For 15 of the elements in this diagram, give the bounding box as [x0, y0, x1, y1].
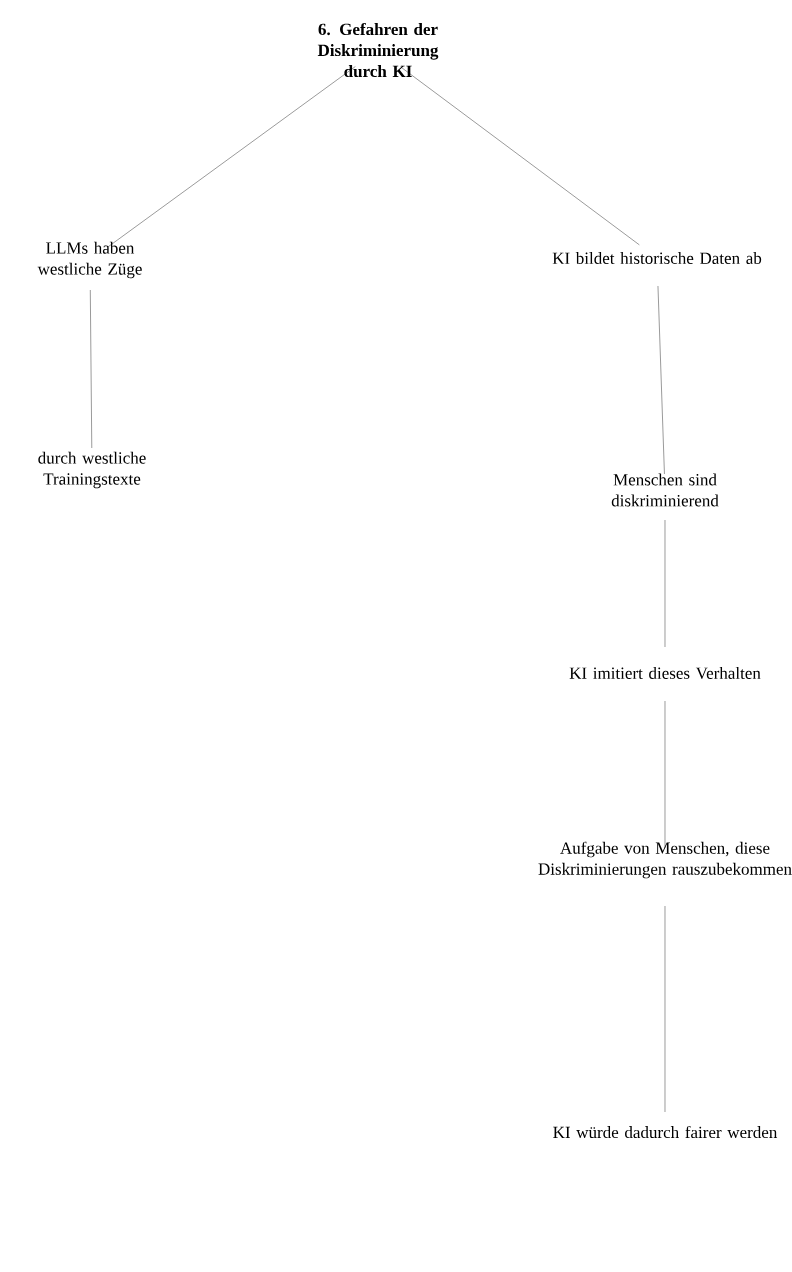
node-text: Menschen sind diskriminierend — [611, 473, 719, 507]
connector-line — [90, 289, 92, 449]
node-text: KI bildet historische Daten ab — [552, 252, 762, 264]
node-text: LLMs haben westliche Züge — [37, 241, 142, 279]
node-text: KI imitiert dieses Verhalten — [569, 667, 761, 680]
connector-line — [107, 66, 356, 248]
connector-line — [664, 905, 666, 1113]
connector-line — [657, 285, 665, 475]
connector-line — [664, 519, 666, 648]
connector-line — [664, 700, 666, 849]
title-text: 6. Gefahren der Diskriminierung durch KI — [317, 22, 439, 78]
node-text: KI würde dadurch fairer werden — [553, 1125, 778, 1139]
node-text: Aufgabe von Menschen, diese Diskriminierungen rauszubekommen — [538, 841, 792, 879]
connector-line — [400, 66, 640, 246]
node-text: durch westliche Trainingstexte — [38, 451, 146, 489]
